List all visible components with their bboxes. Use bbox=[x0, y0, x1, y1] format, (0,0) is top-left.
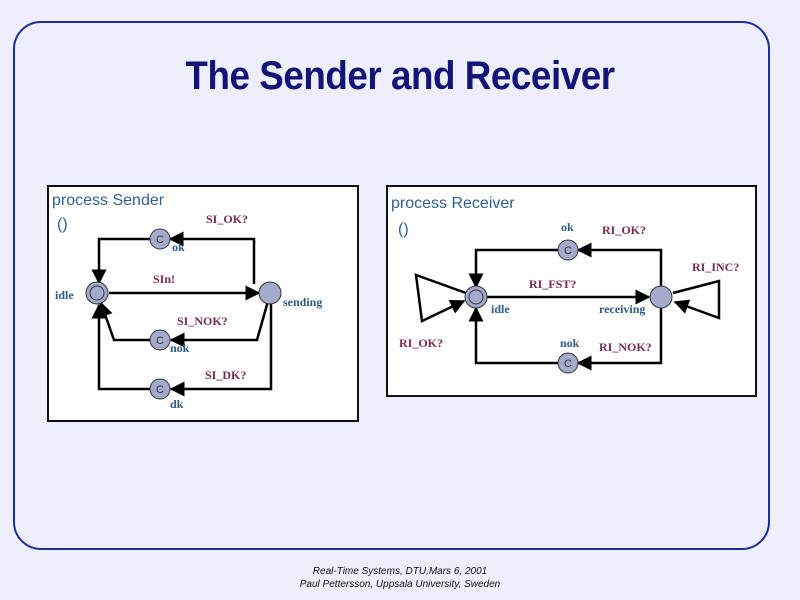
edge-receiving-self-loop bbox=[672, 279, 721, 320]
label-ok: ok bbox=[172, 240, 185, 254]
edge-sending-to-dk bbox=[169, 302, 273, 397]
svg-text:C: C bbox=[564, 358, 572, 370]
slide-frame bbox=[13, 21, 770, 550]
label-sending: sending bbox=[283, 295, 322, 309]
sender-process-params: () bbox=[57, 216, 68, 233]
edge-sending-to-nok bbox=[169, 300, 270, 348]
edge-nok-to-idle bbox=[98, 301, 151, 342]
location-idle bbox=[464, 285, 488, 309]
sync-ri-ok-loop: RI_OK? bbox=[399, 336, 443, 350]
edge-ok-to-idle bbox=[468, 248, 558, 289]
sync-si-ok: SI_OK? bbox=[206, 212, 248, 226]
location-nok-committed: C bbox=[149, 329, 171, 351]
location-ok-committed: C bbox=[149, 228, 171, 250]
edge-receiving-to-ok bbox=[576, 242, 663, 296]
footer-line-2: Paul Pettersson, Uppsala University, Swe… bbox=[299, 579, 501, 590]
sender-diagram: process Sender () C C C idle sending bbox=[52, 192, 322, 411]
edge-dk-to-idle bbox=[91, 303, 151, 391]
sync-sin: SIn! bbox=[153, 272, 175, 286]
receiver-process-params: () bbox=[398, 221, 409, 238]
label-idle: idle bbox=[55, 288, 74, 302]
edge-sending-to-ok bbox=[168, 231, 256, 284]
sync-ri-fst: RI_FST? bbox=[529, 277, 576, 291]
label-ok: ok bbox=[561, 220, 574, 234]
svg-text:C: C bbox=[156, 234, 164, 246]
edge-receiving-to-nok bbox=[576, 308, 663, 371]
svg-text:C: C bbox=[156, 384, 164, 396]
footer-line-1: Real-Time Systems, DTU,Mars 6, 2001 bbox=[312, 566, 488, 577]
location-receiving bbox=[649, 285, 673, 309]
edge-idle-self-loop bbox=[414, 273, 467, 323]
slide-title: The Sender and Receiver bbox=[185, 54, 615, 98]
sender-automaton-panel: process Sender () C C C idle sending bbox=[47, 185, 359, 422]
edge-nok-to-idle bbox=[468, 306, 558, 365]
location-idle bbox=[85, 281, 109, 305]
label-nok: nok bbox=[170, 341, 190, 355]
receiver-diagram: process Receiver () C C idle receiving o… bbox=[391, 195, 739, 374]
sync-ri-nok: RI_NOK? bbox=[599, 340, 652, 354]
sender-process-title: process Sender bbox=[52, 192, 165, 209]
edge-ok-to-idle bbox=[91, 237, 150, 285]
sync-ri-ok-top: RI_OK? bbox=[602, 223, 646, 237]
label-dk: dk bbox=[170, 397, 184, 411]
location-nok-committed: C bbox=[557, 352, 579, 374]
sync-ri-inc: RI_INC? bbox=[692, 260, 739, 274]
receiver-automaton-panel: process Receiver () C C idle receiving o… bbox=[386, 185, 757, 397]
svg-text:C: C bbox=[564, 245, 572, 257]
label-idle: idle bbox=[491, 302, 510, 316]
location-dk-committed: C bbox=[149, 378, 171, 400]
label-nok: nok bbox=[560, 336, 580, 350]
location-sending bbox=[258, 281, 282, 305]
label-receiving: receiving bbox=[599, 302, 645, 316]
receiver-process-title: process Receiver bbox=[391, 195, 515, 212]
svg-text:C: C bbox=[156, 335, 164, 347]
sync-si-nok: SI_NOK? bbox=[177, 314, 228, 328]
location-ok-committed: C bbox=[557, 239, 579, 261]
sync-si-dk: SI_DK? bbox=[205, 368, 246, 382]
